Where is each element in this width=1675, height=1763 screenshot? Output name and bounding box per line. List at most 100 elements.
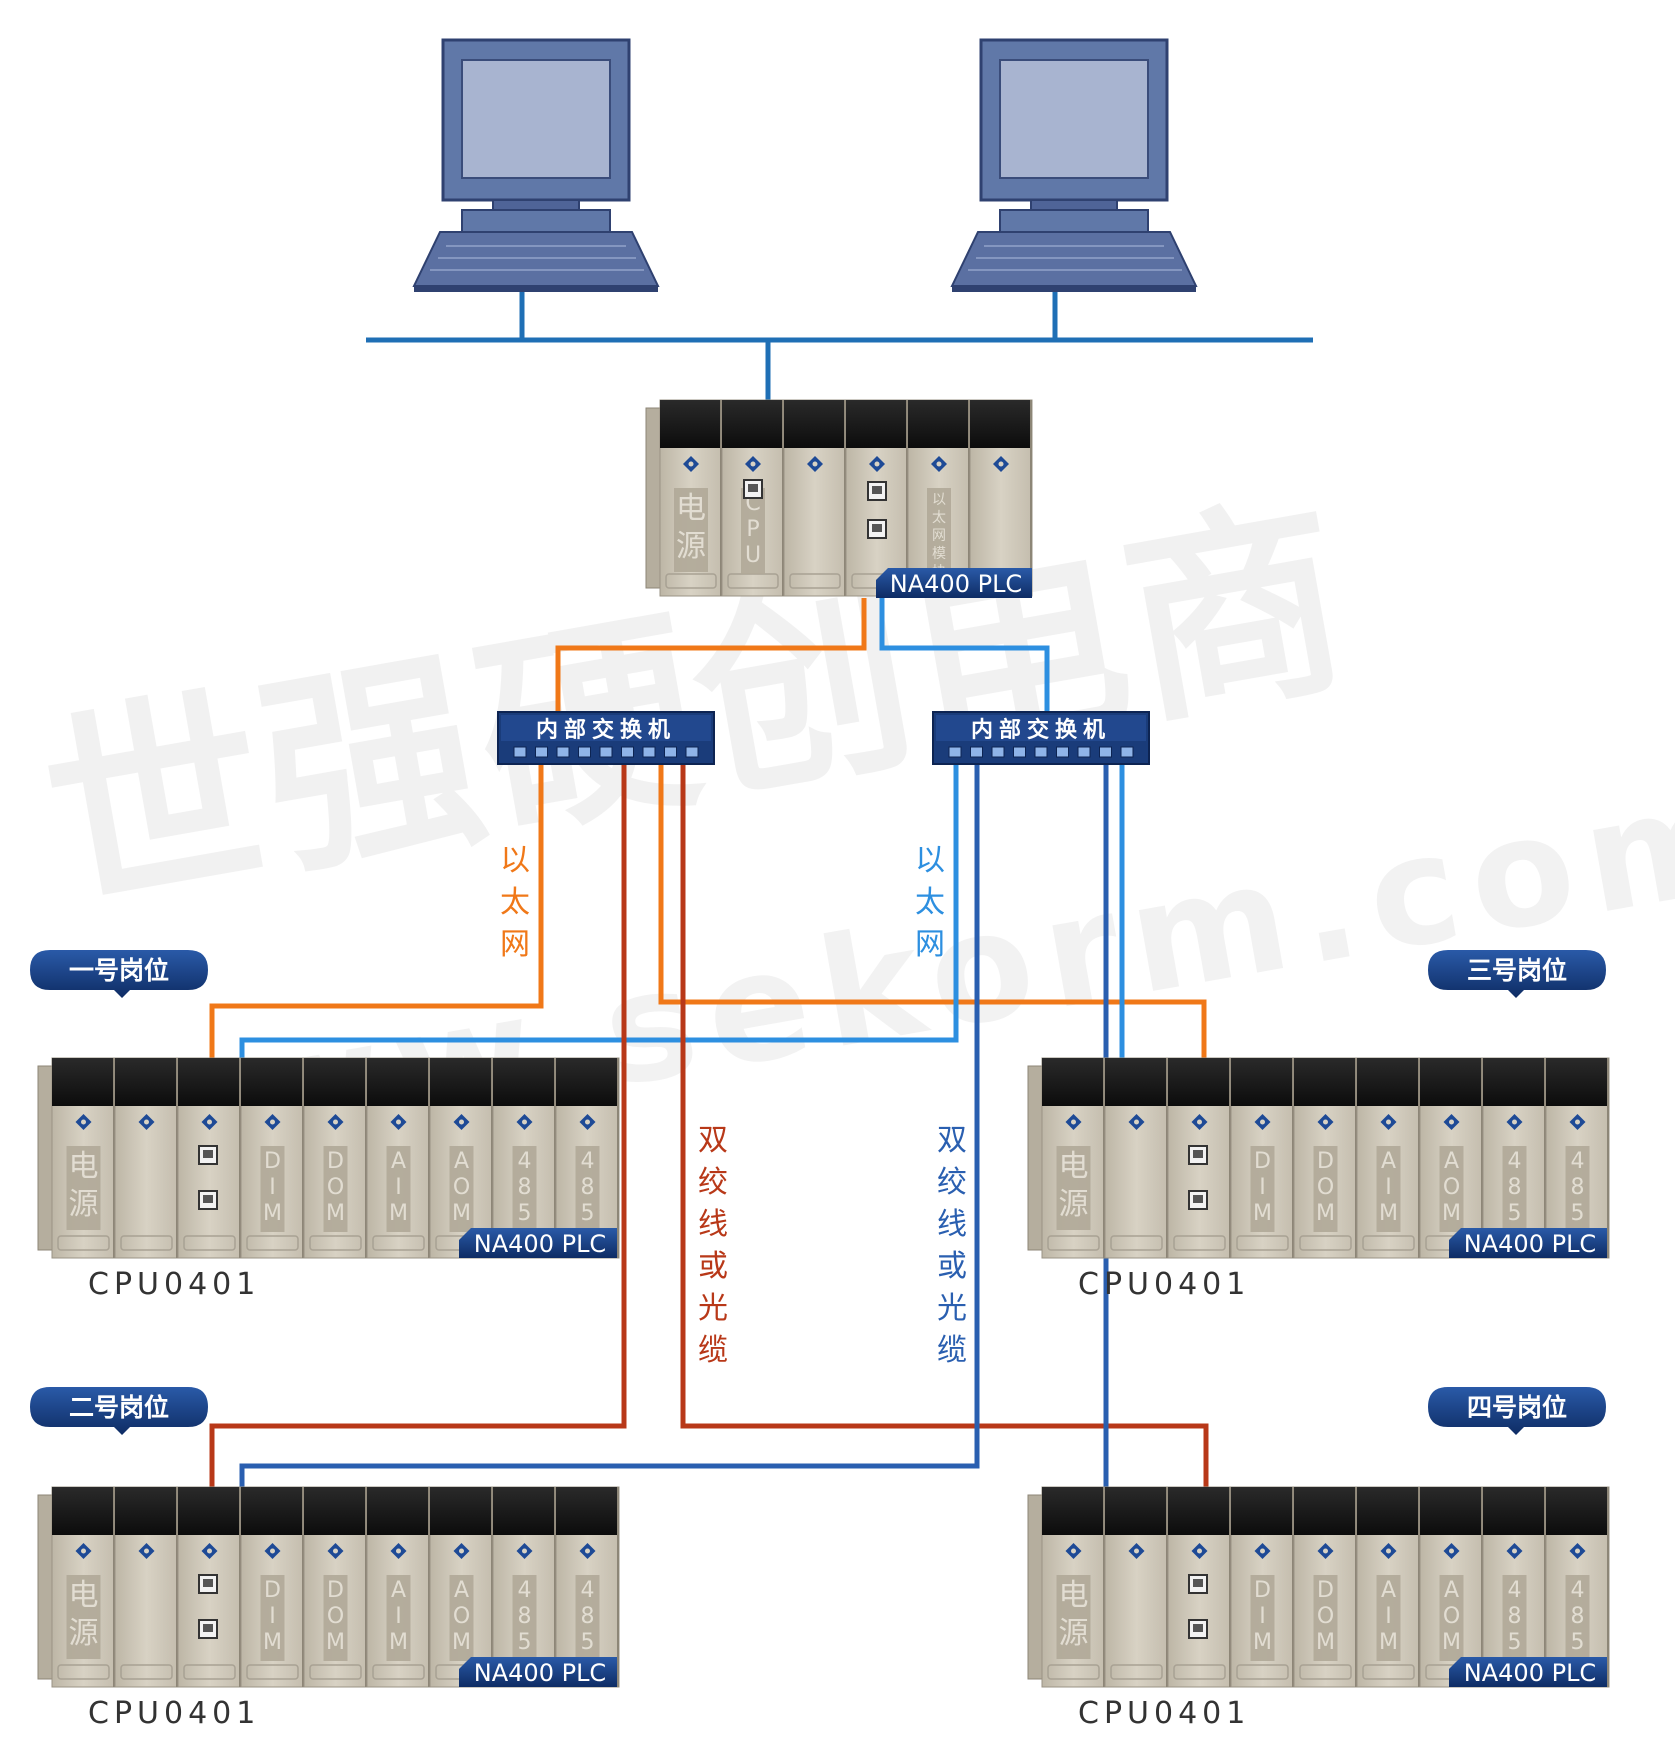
- plc-module: 电源: [51, 1057, 116, 1259]
- station-plc-model-badge: NA400 PLC: [459, 1228, 617, 1258]
- plc-module: [1167, 1486, 1232, 1688]
- monitor-base: [461, 209, 611, 233]
- station-name: 四号岗位: [1467, 1393, 1567, 1422]
- station-plc-model-badge: NA400 PLC: [1449, 1228, 1607, 1258]
- internal-switch: 内部交换机: [497, 711, 715, 765]
- plc-module: [783, 399, 847, 597]
- plc-module: [1104, 1486, 1169, 1688]
- switch-port: [1056, 746, 1069, 758]
- station-name: 二号岗位: [69, 1393, 169, 1422]
- computer-left: [412, 38, 660, 292]
- switch-port: [621, 746, 634, 758]
- switches: 内部交换机 内部交换机: [497, 711, 1150, 765]
- switch-label: 内部交换机: [536, 717, 676, 743]
- station-plc-model-badge: NA400 PLC: [1449, 1657, 1607, 1687]
- station-name-badge: 一号岗位: [30, 950, 208, 998]
- station-plc-model-badge: NA400 PLC: [459, 1657, 617, 1687]
- top-plc-model-badge: NA400 PLC: [876, 568, 1032, 598]
- plc-module: 电源: [1041, 1486, 1106, 1688]
- switch-port: [1120, 746, 1134, 758]
- switch-label: 内部交换机: [971, 717, 1111, 743]
- plc-model-label: NA400 PLC: [474, 1230, 606, 1258]
- label-twisted-left: 双绞线或光缆: [698, 1123, 728, 1368]
- station-name: 一号岗位: [69, 956, 169, 985]
- switch-port: [970, 746, 983, 758]
- switch-port: [578, 746, 591, 758]
- plc-model-label: NA400 PLC: [474, 1659, 606, 1687]
- monitor-screen: [461, 59, 611, 179]
- switch-port: [535, 746, 548, 758]
- plc-module: [177, 1057, 242, 1259]
- cable-plc-switch-left: [555, 598, 867, 712]
- module-label: 电源: [69, 1149, 99, 1222]
- cpu-model-label: CPU0401: [88, 1696, 260, 1731]
- switch-port: [685, 746, 699, 758]
- plc-module: [845, 399, 909, 597]
- switch-port: [1034, 746, 1048, 758]
- station-name-badge: 四号岗位: [1428, 1387, 1606, 1435]
- switch-port: [1099, 746, 1112, 758]
- cpu-model-label: CPU0401: [1078, 1267, 1250, 1302]
- plc-module: [114, 1486, 179, 1688]
- cable-plc-switch-right: [879, 598, 1050, 712]
- switch-port: [599, 746, 613, 758]
- plc-module: [114, 1057, 179, 1259]
- label-ethernet-left: 以太网: [500, 843, 530, 962]
- module-label: 电源: [69, 1578, 99, 1651]
- plc-module: [1167, 1057, 1232, 1259]
- station-name: 三号岗位: [1467, 956, 1567, 985]
- plc-module: 电源: [659, 399, 723, 597]
- monitor-base: [999, 209, 1149, 233]
- station-name-badge: 三号岗位: [1428, 950, 1606, 998]
- switch-port: [642, 746, 656, 758]
- plc-module: 电源: [51, 1486, 116, 1688]
- station-name-badge: 二号岗位: [30, 1387, 208, 1435]
- switch-port: [556, 746, 570, 758]
- plc-model-label: NA400 PLC: [890, 570, 1022, 598]
- module-label: 电源: [1059, 1149, 1089, 1222]
- switch-port: [948, 746, 962, 758]
- plc-model-label: NA400 PLC: [1464, 1659, 1596, 1687]
- top-plc-rack: 电源CPU以太网模块NA400 PLC: [645, 399, 1033, 598]
- plc-module: 电源: [1041, 1057, 1106, 1259]
- module-label: 电源: [1059, 1578, 1089, 1651]
- label-twisted-right: 双绞线或光缆: [937, 1123, 967, 1368]
- switch-port: [1013, 746, 1026, 758]
- internal-switch: 内部交换机: [932, 711, 1150, 765]
- module-label: 电源: [676, 491, 706, 564]
